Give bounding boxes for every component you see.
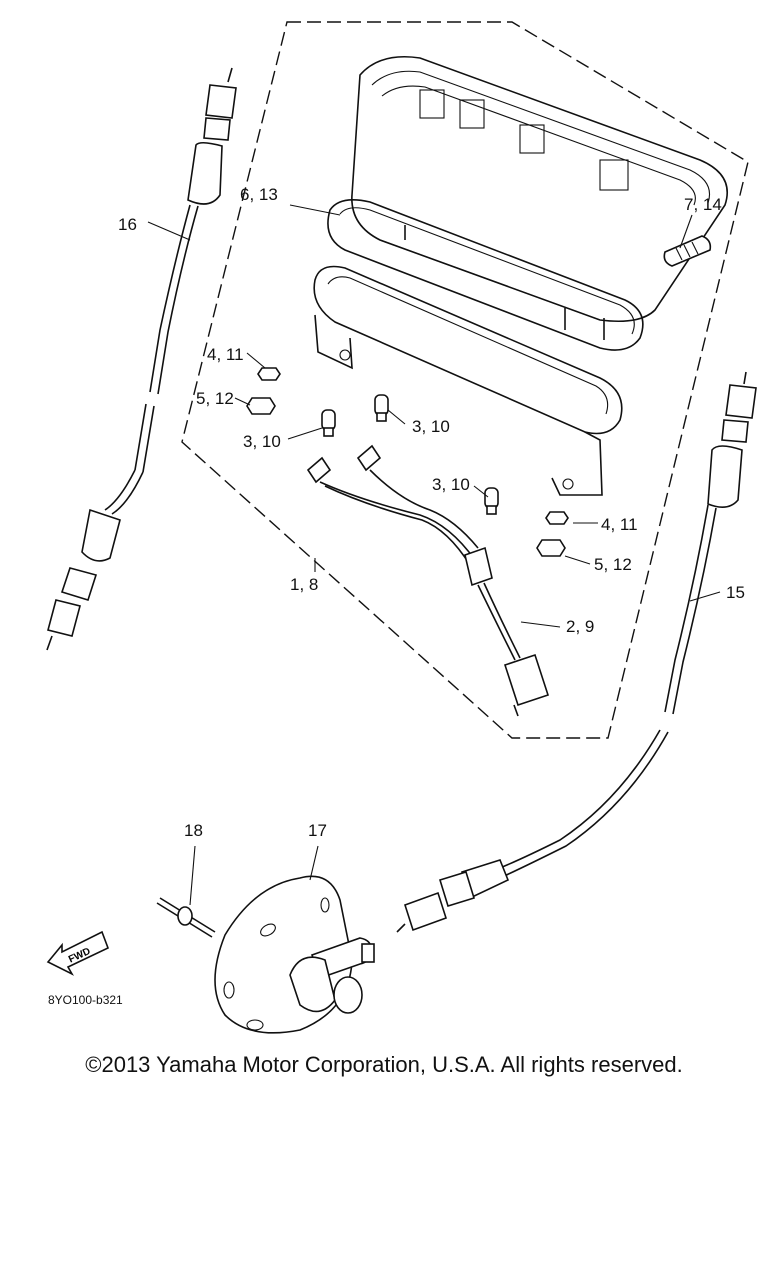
washer-left bbox=[257, 367, 281, 381]
washer-right bbox=[545, 511, 569, 525]
label-part-6-13: 6, 13 bbox=[240, 185, 278, 204]
diagram-code: 8YO100-b321 bbox=[48, 993, 123, 1007]
cable-16 bbox=[46, 67, 237, 651]
pin-18 bbox=[156, 897, 216, 938]
label-part-2-9: 2, 9 bbox=[566, 617, 594, 636]
label-part-5-12-left: 5, 12 bbox=[196, 389, 234, 408]
label-part-15: 15 bbox=[726, 583, 745, 602]
copyright-notice: ©2013 Yamaha Motor Corporation, U.S.A. A… bbox=[85, 1052, 683, 1077]
label-part-16: 16 bbox=[118, 215, 137, 234]
label-part-3-10-center: 3, 10 bbox=[412, 417, 450, 436]
wire-harness bbox=[306, 444, 550, 717]
bulb-a bbox=[321, 409, 336, 437]
label-part-3-10-left: 3, 10 bbox=[243, 432, 281, 451]
label-part-4-11-right: 4, 11 bbox=[601, 515, 638, 534]
label-part-1-8: 1, 8 bbox=[290, 575, 318, 594]
label-part-18: 18 bbox=[184, 821, 203, 840]
label-part-5-12-right: 5, 12 bbox=[594, 555, 632, 574]
nut-right bbox=[536, 539, 566, 557]
gasket-ring bbox=[327, 199, 644, 351]
parts-diagram: FWD 16 6, 13 7, 14 4, 11 5, 12 3, 10 3, … bbox=[46, 21, 757, 1034]
meter-bracket bbox=[313, 265, 623, 496]
fwd-arrow-icon: FWD bbox=[46, 930, 110, 976]
bulb-c bbox=[484, 487, 499, 515]
gear-housing bbox=[214, 875, 375, 1034]
label-part-3-10-right: 3, 10 bbox=[432, 475, 470, 494]
label-part-4-11-left: 4, 11 bbox=[207, 345, 244, 364]
cable-15 bbox=[396, 371, 757, 933]
trip-knob bbox=[663, 235, 712, 267]
bulb-b bbox=[374, 394, 389, 422]
assembly-boundary-outline bbox=[181, 21, 749, 739]
label-part-7-14: 7, 14 bbox=[684, 195, 722, 214]
label-part-17: 17 bbox=[308, 821, 327, 840]
meter-housing bbox=[351, 55, 728, 340]
nut-left bbox=[246, 397, 276, 415]
